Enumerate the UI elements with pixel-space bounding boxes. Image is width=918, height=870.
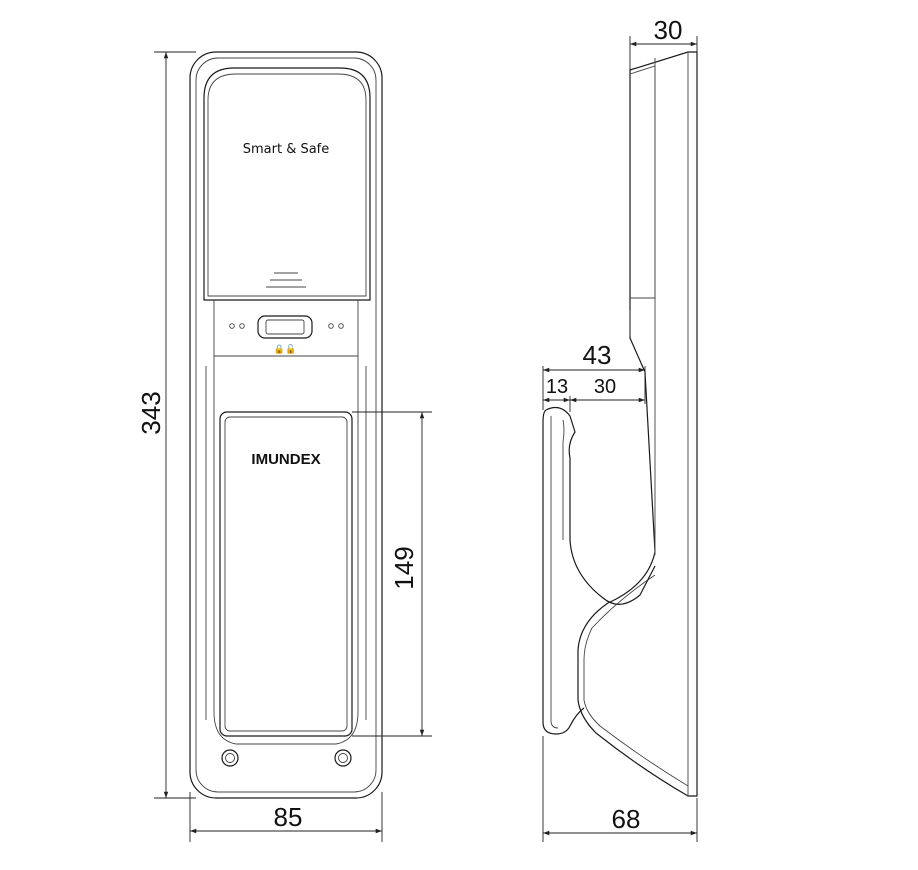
screw-right	[334, 749, 352, 767]
brand-text: Smart & Safe	[243, 142, 330, 157]
indicator-dots-left	[229, 323, 245, 329]
screw-left	[221, 749, 239, 767]
side-body-profile	[577, 51, 698, 797]
dimension-label-30-handle: 30	[594, 376, 616, 398]
dimension-width-85: 85	[189, 792, 383, 842]
handle-recess	[213, 356, 359, 745]
dimension-label-13: 13	[546, 376, 568, 398]
side-handle-profile	[545, 406, 656, 605]
dimension-label-68: 68	[612, 804, 641, 834]
dimension-height-343: 343	[136, 51, 196, 799]
handle-plate-inner	[224, 416, 348, 732]
front-body-inner-outline	[195, 57, 377, 793]
fingerprint-sensor-window	[265, 319, 305, 335]
lock-glyphs: 🔒🔓	[274, 343, 296, 355]
side-handle-front	[542, 409, 585, 735]
side-handle-inner	[550, 416, 559, 729]
dimension-label-side-30-top: 30	[654, 15, 683, 45]
side-view	[542, 51, 698, 797]
dimension-side-handle: 43 13 30	[542, 340, 646, 412]
front-view: Smart & Safe 🔒🔓 IMUNDEX	[189, 51, 383, 799]
indicator-dots-right	[328, 323, 344, 329]
side-body-inner-line	[583, 58, 689, 787]
side-top-cover	[629, 65, 656, 299]
dimension-side-total-68: 68	[542, 736, 698, 842]
top-cover-inner	[207, 73, 367, 297]
dimension-label-149: 149	[389, 546, 419, 589]
dimension-side-top-30: 30	[629, 15, 698, 70]
dimension-label-343: 343	[136, 391, 166, 434]
dimension-handle-149: 149	[352, 411, 432, 737]
logo-text: IMUNDEX	[251, 451, 320, 468]
speaker-grille	[266, 272, 306, 288]
front-body-outline	[189, 51, 383, 799]
side-handle-back	[562, 419, 565, 540]
dimension-label-43: 43	[583, 340, 612, 370]
handle-plate	[219, 411, 353, 737]
top-cover-outline	[203, 67, 371, 301]
dimension-label-85: 85	[274, 802, 303, 832]
sensor-band	[213, 300, 359, 357]
fingerprint-sensor	[257, 315, 313, 339]
